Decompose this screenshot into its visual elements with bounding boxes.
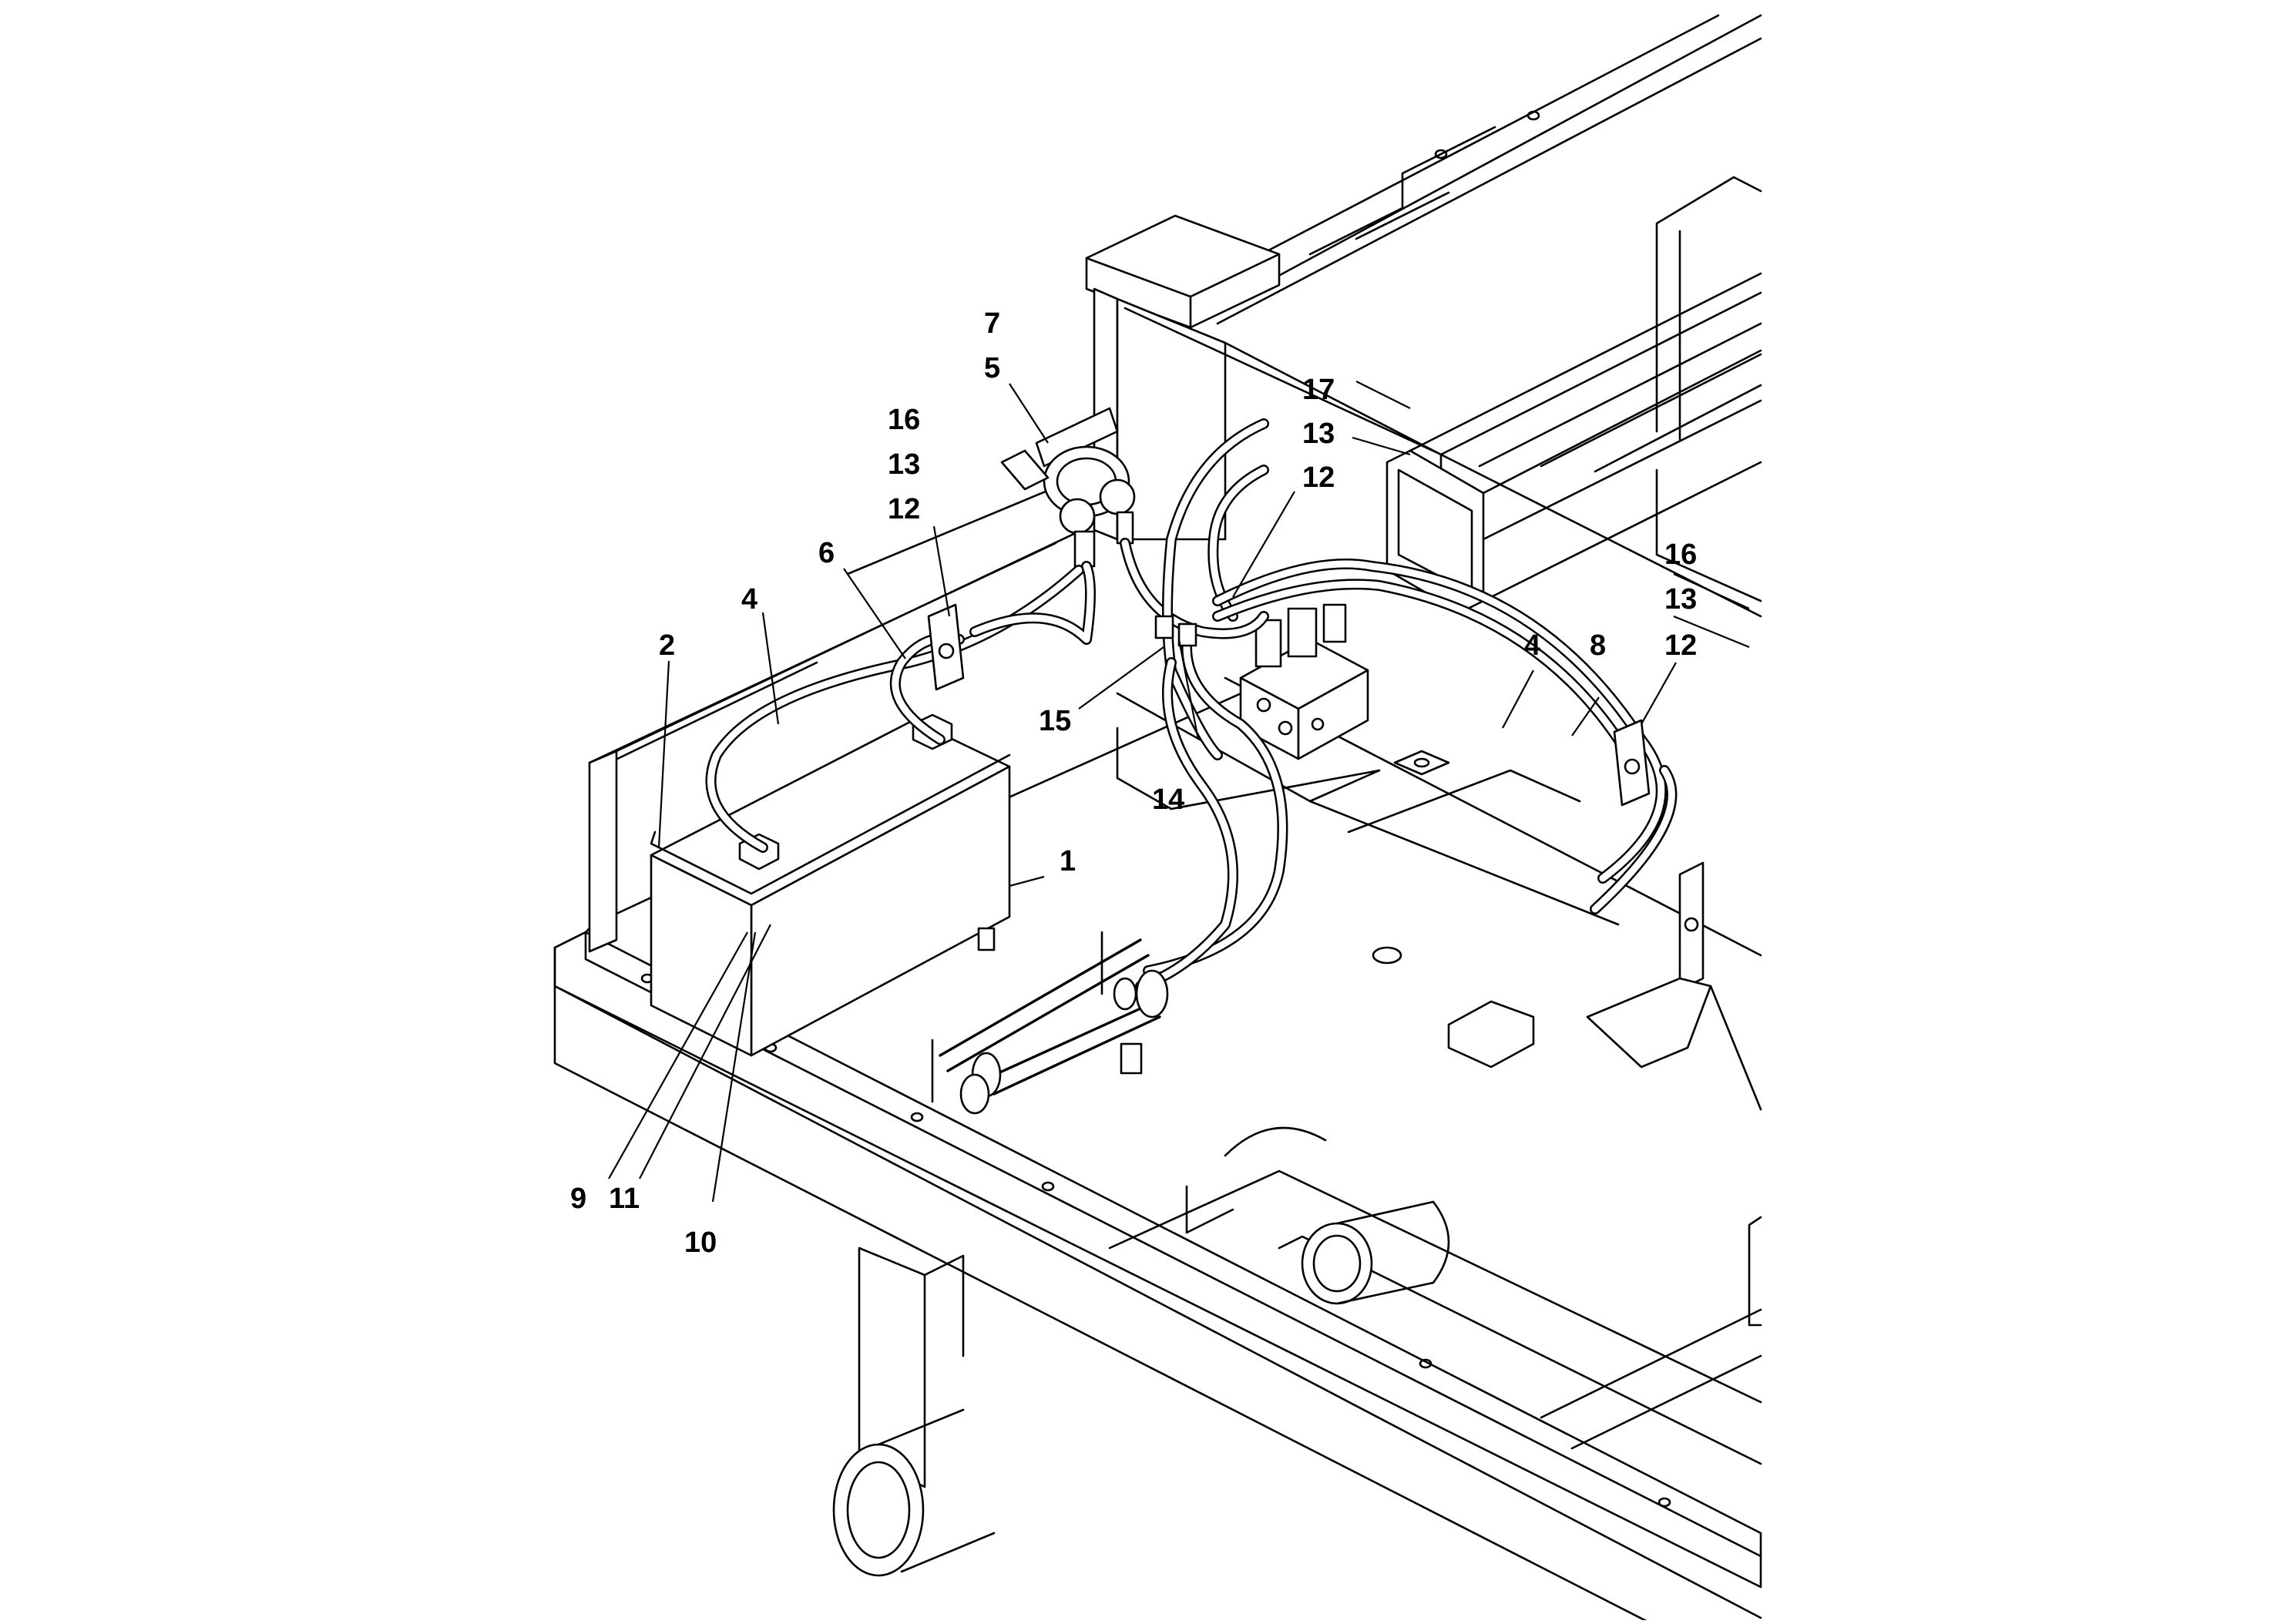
callout-13-center: 13 [1302,418,1335,450]
callout-16-left: 16 [888,404,920,436]
callout-12-right: 12 [1664,629,1697,662]
callout-16-right: 16 [1664,539,1697,571]
callout-12-center: 12 [1302,461,1335,494]
callout-4-right: 4 [1524,629,1540,662]
callout-15: 15 [1039,705,1071,737]
callout-14: 14 [1152,783,1184,816]
callout-10: 10 [684,1226,717,1259]
leader-lines [608,381,1750,1203]
disconnect-switch [1000,407,1136,568]
callout-5: 5 [984,352,1000,384]
battery [650,713,1011,1057]
callout-6: 6 [818,537,835,569]
callout-4-left: 4 [741,583,757,616]
callout-13-right: 13 [1664,583,1697,616]
callout-11: 11 [609,1183,640,1215]
callout-13-left: 13 [888,448,920,481]
callout-12-left: 12 [888,493,920,525]
callout-17: 17 [1302,374,1335,406]
callout-9: 9 [570,1183,586,1215]
callout-labels: 1 2 4 4 5 6 7 8 9 10 11 12 12 12 13 13 1… [570,307,1697,1259]
callout-1: 1 [1060,845,1076,877]
callout-2: 2 [659,629,675,662]
valve-block [1239,603,1369,760]
cable-clamps [927,603,1651,807]
callout-7: 7 [984,307,1000,340]
callout-8: 8 [1590,629,1606,662]
